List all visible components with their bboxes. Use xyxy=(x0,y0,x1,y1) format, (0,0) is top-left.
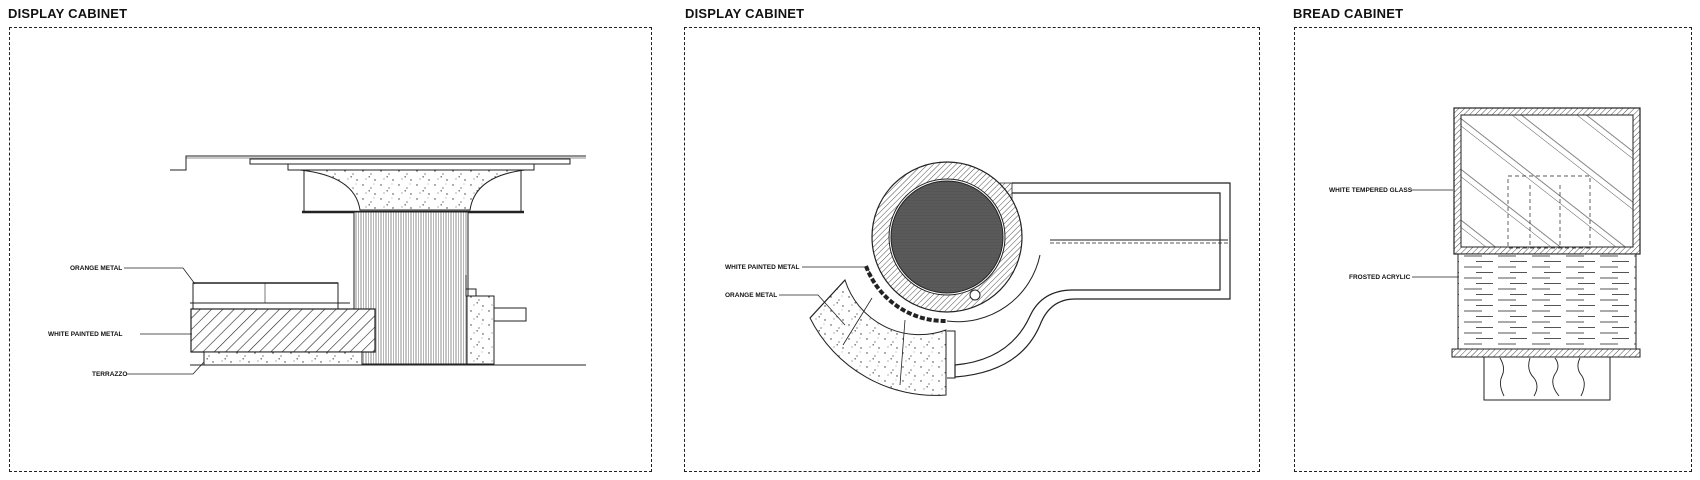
panel-2-title: DISPLAY CABINET xyxy=(685,6,805,21)
label-orange-metal-2: ORANGE METAL xyxy=(725,292,777,299)
label-terrazzo: TERRAZZO xyxy=(92,371,127,378)
panel-3-title: BREAD CABINET xyxy=(1293,6,1404,21)
bread-cabinet-elevation xyxy=(1411,107,1641,401)
label-white-tempered-glass: WHITE TEMPERED GLASS xyxy=(1329,187,1413,194)
label-frosted-acrylic: FROSTED ACRYLIC xyxy=(1349,274,1411,281)
display-cabinet-elevation xyxy=(124,155,586,375)
panel-1-title: DISPLAY CABINET xyxy=(8,6,128,21)
panel-3-frame xyxy=(1294,27,1692,472)
label-white-painted-metal-1: WHITE PAINTED METAL xyxy=(48,331,123,338)
panel-1-frame xyxy=(9,27,652,472)
panel-2-frame xyxy=(684,27,1260,472)
label-white-painted-metal-2: WHITE PAINTED METAL xyxy=(725,264,800,271)
label-orange-metal-1: ORANGE METAL xyxy=(70,265,122,272)
display-cabinet-plan xyxy=(779,161,1231,396)
